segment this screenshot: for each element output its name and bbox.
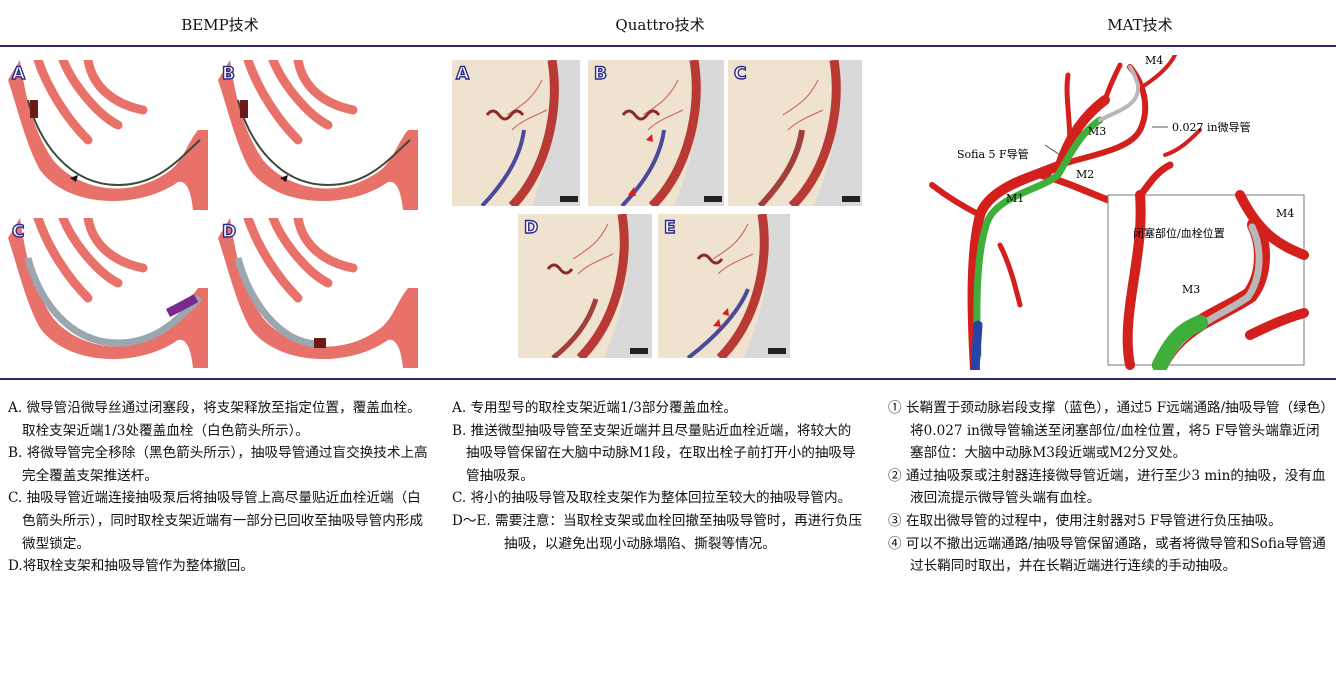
bemp-legend-a: A. 微导管沿微导丝通过闭塞段，将支架释放至指定位置，覆盖血栓。 <box>8 397 428 420</box>
bemp-header: BEMP技术 <box>150 14 290 35</box>
quattro-legend: A. 专用型号的取栓支架近端1/3部分覆盖血栓。 B. 推送微型抽吸导管至支架近… <box>452 397 864 555</box>
mat-label-m1: M1 <box>1006 192 1024 205</box>
quattro-panel-a <box>452 60 580 206</box>
mat-inset-m4: M4 <box>1276 207 1294 220</box>
quattro-label-c: C <box>734 64 746 84</box>
bemp-legend-b: B. 将微导管完全移除（黑色箭头所示），抽吸导管通过盲交换技术上高完全覆盖支架推… <box>8 442 428 487</box>
mat-label-m2: M2 <box>1076 168 1094 181</box>
mat-inset-site-label: 闭塞部位/血栓位置 <box>1133 226 1225 240</box>
bemp-label-b: B <box>222 64 235 84</box>
bemp-legend: A. 微导管沿微导丝通过闭塞段，将支架释放至指定位置，覆盖血栓。 取栓支架近端1… <box>8 397 428 578</box>
bemp-label-a: A <box>12 64 25 84</box>
quattro-legend-b: B. 推送微型抽吸导管至支架近端并且尽量贴近血栓近端，将较大的抽吸导管保留在大脑… <box>452 420 864 488</box>
mat-legend: ① 长鞘置于颈动脉岩段支撑（蓝色），通过5 F远端通路/抽吸导管（绿色）将0.0… <box>888 397 1328 578</box>
mat-inset-m3: M3 <box>1182 283 1200 296</box>
mat-legend-1: ① 长鞘置于颈动脉岩段支撑（蓝色），通过5 F远端通路/抽吸导管（绿色）将0.0… <box>888 397 1328 465</box>
middle-rule <box>0 378 1336 380</box>
mat-legend-3: ③ 在取出微导管的过程中，使用注射器对5 F导管进行负压抽吸。 <box>888 510 1328 533</box>
quattro-header: Quattro技术 <box>580 14 740 35</box>
quattro-label-a: A <box>456 64 469 84</box>
bemp-panel-b <box>218 60 428 210</box>
mat-header: MAT技术 <box>1070 14 1210 35</box>
bemp-panel-d <box>218 218 428 368</box>
mat-label-m4: M4 <box>1145 55 1163 67</box>
quattro-label-e: E <box>664 218 676 238</box>
bemp-panel-a <box>8 60 218 210</box>
quattro-panel-c <box>728 60 862 206</box>
mat-label-sofia: Sofia 5 F导管 <box>957 147 1029 161</box>
mat-legend-2: ② 通过抽吸泵或注射器连接微导管近端，进行至少3 min的抽吸，没有血液回流提示… <box>888 465 1328 510</box>
quattro-legend-de: D～E. 需要注意：当取栓支架或血栓回撤至抽吸导管时，再进行负压抽吸，以避免出现… <box>452 510 864 555</box>
mat-legend-4: ④ 可以不撤出远端通路/抽吸导管保留通路，或者将微导管和Sofia导管通过长鞘同… <box>888 533 1328 578</box>
mat-illustration: M4 M3 0.027 in微导管 Sofia 5 F导管 M2 M1 闭塞部位… <box>920 55 1336 370</box>
bemp-label-c: C <box>12 222 24 242</box>
quattro-legend-a: A. 专用型号的取栓支架近端1/3部分覆盖血栓。 <box>452 397 864 420</box>
bemp-panel-c <box>8 218 218 368</box>
bemp-label-d: D <box>222 222 236 242</box>
quattro-label-b: B <box>594 64 607 84</box>
quattro-label-d: D <box>524 218 538 238</box>
top-rule <box>0 45 1336 47</box>
bemp-legend-a2: 取栓支架近端1/3处覆盖血栓（白色箭头所示）。 <box>8 420 428 443</box>
mat-label-micro: 0.027 in微导管 <box>1172 120 1251 134</box>
bemp-legend-c: C. 抽吸导管近端连接抽吸泵后将抽吸导管上高尽量贴近血栓近端（白色箭头所示），同… <box>8 487 428 555</box>
bemp-legend-d: D.将取栓支架和抽吸导管作为整体撤回。 <box>8 555 428 578</box>
quattro-panel-e <box>658 214 790 358</box>
mat-label-m3: M3 <box>1088 125 1106 138</box>
quattro-panel-b <box>588 60 724 206</box>
quattro-legend-c: C. 将小的抽吸导管及取栓支架作为整体回拉至较大的抽吸导管内。 <box>452 487 864 510</box>
